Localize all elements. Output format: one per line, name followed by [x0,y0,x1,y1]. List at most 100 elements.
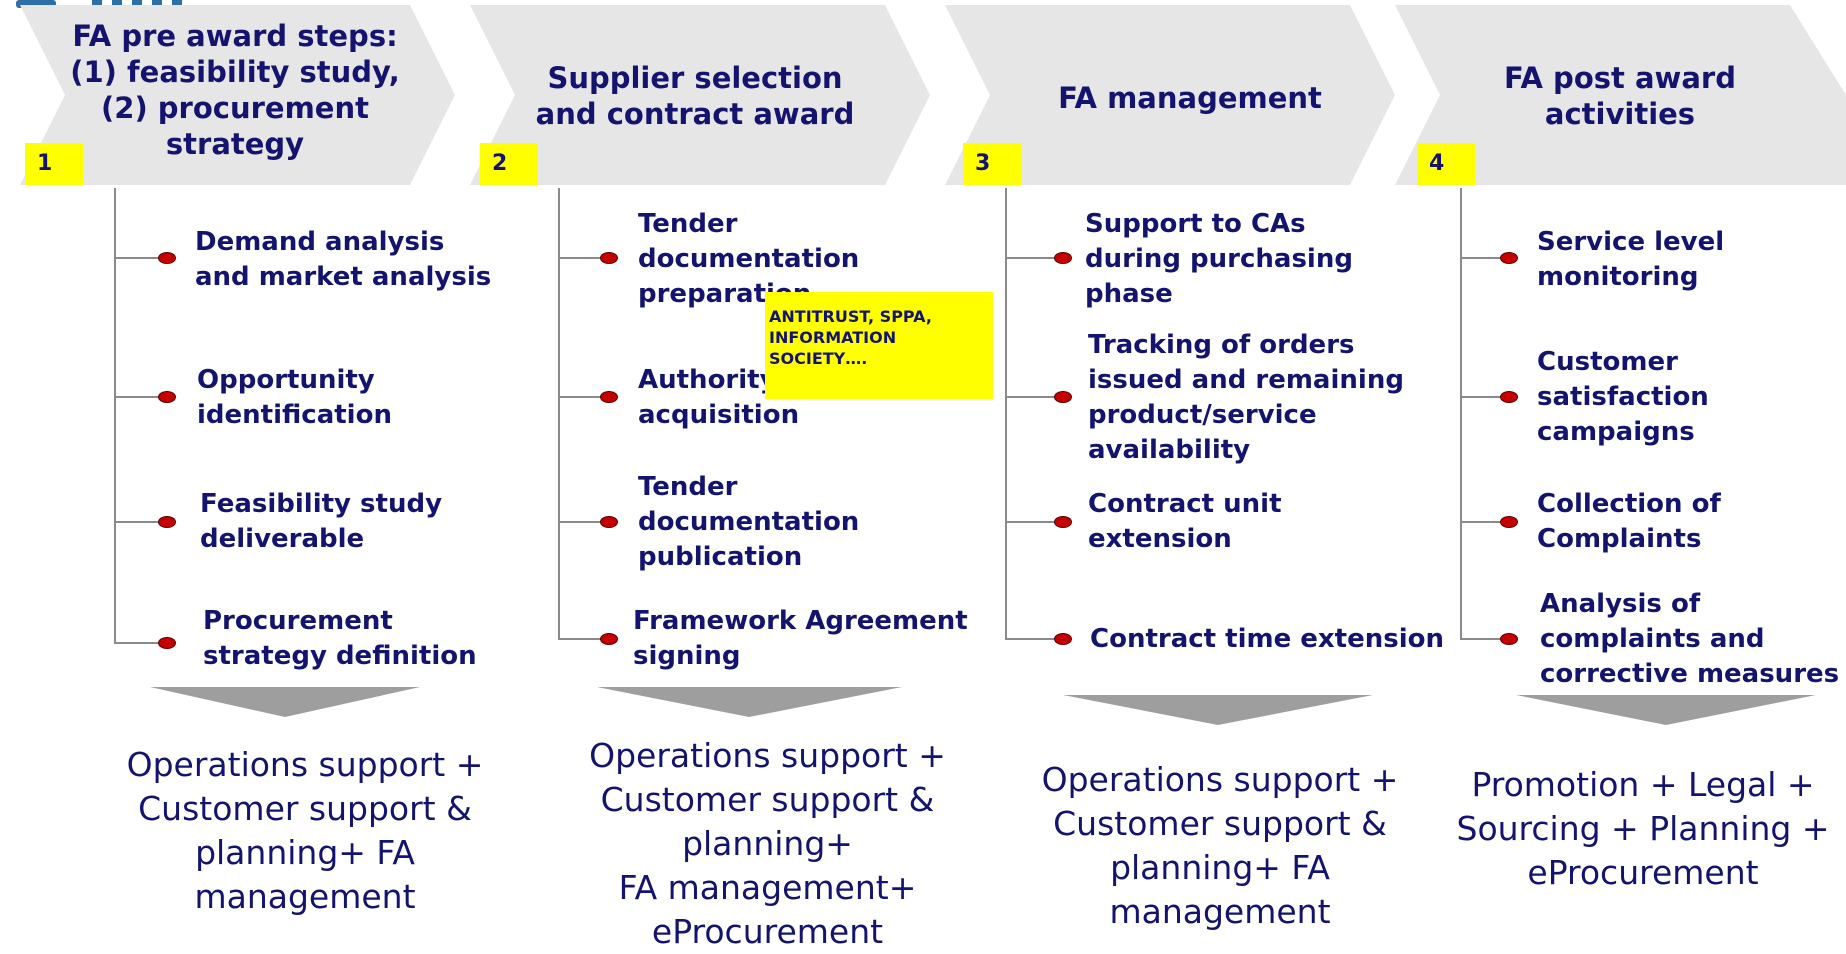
step-line: Support to CAs [1085,209,1306,239]
result-line: management [1109,892,1331,931]
responsible-units: Promotion + Legal + Sourcing + Planning … [1440,763,1846,895]
result-line: planning+ [682,824,853,863]
phase-title: FA pre award steps: (1) feasibility stud… [55,18,415,162]
responsible-units: Operations support + Customer support & … [545,734,990,954]
step-line: extension [1088,524,1232,554]
result-line: planning+ FA [1110,848,1330,887]
phase-number-badge: 2 [480,143,538,185]
funnel-arrow [150,687,420,717]
phase-title: FA post award activities [1440,60,1800,132]
connector-line [1460,638,1508,640]
funnel-arrow [597,687,902,717]
step-bullet [158,252,176,264]
step-bullet [1500,516,1518,528]
phase-number-badge: 4 [1417,143,1475,185]
step-line: Tender [638,209,738,239]
step-line: product/service [1088,400,1317,430]
chevron-phase-3 [945,5,1395,185]
phase-title-line: FA management [1058,81,1322,115]
step-item: Tender documentation preparation [638,207,859,312]
note-line: SOCIETY…. [769,349,868,368]
connector-line [1005,257,1062,259]
step-item: Tracking of orders issued and remaining … [1088,328,1404,468]
result-line: Operations support + [1041,760,1399,799]
step-item: Support to CAs during purchasing phase [1085,207,1353,312]
phase-title-line: FA pre award steps: [72,19,398,53]
step-line: campaigns [1537,417,1695,447]
step-item: Service level monitoring [1537,225,1724,295]
connector-line [114,642,166,644]
step-bullet [158,516,176,528]
step-bullet [600,516,618,528]
step-line: satisfaction [1537,382,1709,412]
step-bullet [600,391,618,403]
step-line: and market analysis [195,262,492,292]
connector-line [1005,638,1062,640]
connector-line [1005,521,1062,523]
result-line: Customer support & [138,789,472,828]
connector-line [1460,521,1508,523]
step-bullet [1500,252,1518,264]
connector-line [114,257,166,259]
connector-line [558,396,608,398]
step-bullet [1054,633,1072,645]
phase-title-line: (1) feasibility study, [70,55,400,89]
step-line: Collection of [1537,489,1721,519]
connector-line [1005,188,1007,640]
step-item: Contract time extension [1090,622,1444,657]
step-line: Opportunity [197,365,375,395]
result-line: planning+ FA [195,833,415,872]
step-bullet [1500,391,1518,403]
step-line: Analysis of [1540,589,1701,619]
connector-line [558,521,608,523]
connector-line [558,638,608,640]
connector-line [558,257,608,259]
step-line: publication [638,542,803,572]
step-bullet [600,252,618,264]
phase-title-line: strategy [165,127,305,161]
step-bullet [158,637,176,649]
connector-line [1460,396,1508,398]
phase-title-line: activities [1544,97,1696,131]
funnel-arrow [1063,695,1373,725]
step-item: Feasibility study deliverable [200,487,442,557]
step-line: issued and remaining [1088,365,1404,395]
phase-number-badge: 3 [963,143,1021,185]
step-line: Contract time extension [1090,624,1444,654]
step-line: monitoring [1537,262,1699,292]
connector-line [1005,396,1062,398]
step-line: strategy definition [203,641,477,671]
result-line: Operations support + [126,745,484,784]
step-line: Service level [1537,227,1725,257]
step-line: Contract unit [1088,489,1282,519]
phase-title-line: and contract award [535,97,855,131]
step-line: Authority [638,365,777,395]
step-item: Authority acquisition [638,363,799,433]
step-line: Tracking of orders [1088,330,1355,360]
step-line: Feasibility study [200,489,443,519]
step-line: Customer [1537,347,1678,377]
connector-line [1460,257,1508,259]
step-bullet [1054,252,1072,264]
step-bullet [1054,391,1072,403]
chevron-phase-1 [20,5,455,185]
phase-title: FA management [1000,80,1380,116]
connector-line [114,396,166,398]
step-item: Procurement strategy definition [203,604,477,674]
step-bullet [1500,633,1518,645]
connector-line [114,188,116,644]
step-item: Customer satisfaction campaigns [1537,345,1709,450]
step-item: Demand analysis and market analysis [195,225,491,295]
connector-line [558,188,560,640]
phase-title-line: FA post award [1504,61,1736,95]
note-line: INFORMATION [769,328,897,347]
chevron-phase-2 [470,5,930,185]
step-line: complaints and [1540,624,1765,654]
step-line: Procurement [203,606,393,636]
step-line: deliverable [200,524,365,554]
step-line: Complaints [1537,524,1702,554]
responsible-units: Operations support + Customer support & … [90,743,520,919]
step-line: availability [1088,435,1251,465]
result-line: Sourcing + Planning + [1456,809,1830,848]
